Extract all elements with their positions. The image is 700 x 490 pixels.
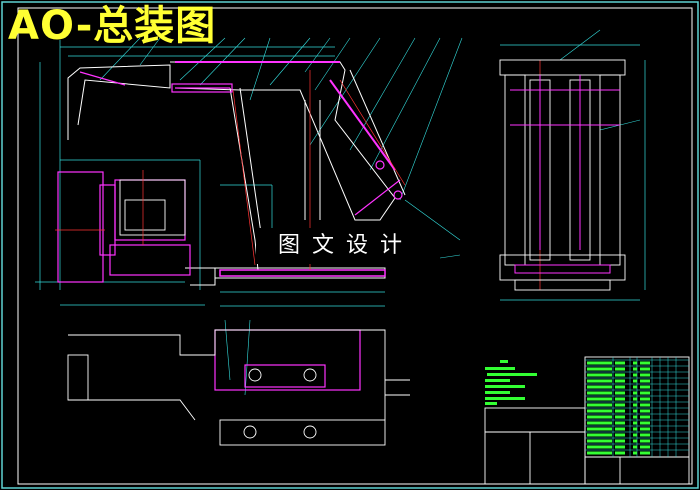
parts-list-cell bbox=[640, 367, 650, 371]
parts-list-cell bbox=[633, 415, 637, 419]
parts-list-cell bbox=[615, 403, 625, 407]
parts-list-cell bbox=[640, 427, 650, 431]
parts-list-cell bbox=[615, 451, 625, 455]
technical-notes bbox=[485, 360, 537, 405]
parts-list-cell bbox=[640, 391, 650, 395]
hydraulic-parts bbox=[57, 61, 403, 391]
parts-list-cell bbox=[615, 385, 625, 389]
parts-list-text bbox=[587, 361, 650, 455]
side-view-parts bbox=[510, 75, 620, 274]
parts-list-cell bbox=[640, 373, 650, 377]
parts-list-cell bbox=[640, 379, 650, 383]
parts-list-cell bbox=[587, 433, 612, 437]
parts-list-cell bbox=[633, 397, 637, 401]
inner-border bbox=[17, 7, 693, 485]
parts-list-cell bbox=[587, 361, 612, 365]
parts-list-cell bbox=[615, 379, 625, 383]
parts-list-cell bbox=[587, 415, 612, 419]
parts-list-cell bbox=[640, 385, 650, 389]
parts-list-cell bbox=[587, 373, 612, 377]
parts-list-grid bbox=[585, 357, 689, 457]
parts-list-cell bbox=[587, 403, 612, 407]
parts-list-cell bbox=[587, 421, 612, 425]
parts-list-cell bbox=[587, 391, 612, 395]
parts-list-cell bbox=[633, 403, 637, 407]
parts-list-cell bbox=[615, 373, 625, 377]
parts-list-cell bbox=[633, 391, 637, 395]
dimension-lines bbox=[35, 40, 646, 307]
parts-list-cell bbox=[633, 439, 637, 443]
leader-lines bbox=[99, 29, 641, 396]
parts-list-cell bbox=[633, 427, 637, 431]
motor-outline bbox=[119, 179, 186, 236]
plan-view bbox=[67, 329, 410, 446]
parts-list-cell bbox=[587, 427, 612, 431]
parts-list-cell bbox=[587, 439, 612, 443]
parts-list-cell bbox=[615, 445, 625, 449]
parts-list-cell bbox=[633, 433, 637, 437]
drawing-title: AO-总装图 bbox=[8, 3, 217, 49]
parts-list-cell bbox=[587, 445, 612, 449]
parts-list-cell bbox=[633, 379, 637, 383]
parts-list-cell bbox=[633, 373, 637, 377]
parts-list-cell bbox=[640, 451, 650, 455]
parts-list-cell bbox=[640, 433, 650, 437]
parts-list-cell bbox=[615, 367, 625, 371]
parts-list-cell bbox=[615, 427, 625, 431]
parts-list-cell bbox=[615, 361, 625, 365]
parts-list-cell bbox=[633, 421, 637, 425]
parts-list-cell bbox=[615, 415, 625, 419]
parts-list-cell bbox=[640, 403, 650, 407]
parts-list-cell bbox=[615, 391, 625, 395]
parts-list-cell bbox=[640, 361, 650, 365]
boom-outline bbox=[67, 61, 406, 286]
parts-list-cell bbox=[640, 415, 650, 419]
parts-list-cell bbox=[633, 367, 637, 371]
parts-list-cell bbox=[633, 409, 637, 413]
parts-list-cell bbox=[615, 439, 625, 443]
parts-list-cell bbox=[615, 409, 625, 413]
parts-list-cell bbox=[615, 397, 625, 401]
parts-list-cell bbox=[587, 379, 612, 383]
side-view bbox=[499, 59, 626, 291]
parts-list-cell bbox=[587, 409, 612, 413]
parts-list-cell bbox=[587, 397, 612, 401]
parts-list-cell bbox=[633, 451, 637, 455]
parts-list-cell bbox=[633, 445, 637, 449]
parts-list-cell bbox=[640, 421, 650, 425]
parts-list-cell bbox=[587, 367, 612, 371]
parts-list-cell bbox=[633, 385, 637, 389]
parts-list-cell bbox=[640, 397, 650, 401]
parts-list-cell bbox=[640, 445, 650, 449]
watermark: 图文设计 bbox=[256, 228, 436, 264]
parts-list-cell bbox=[640, 439, 650, 443]
parts-list-cell bbox=[615, 433, 625, 437]
parts-list-cell bbox=[587, 385, 612, 389]
parts-list-cell bbox=[633, 361, 637, 365]
parts-list-cell bbox=[640, 409, 650, 413]
parts-list-cell bbox=[615, 421, 625, 425]
parts-list-cell bbox=[587, 451, 612, 455]
